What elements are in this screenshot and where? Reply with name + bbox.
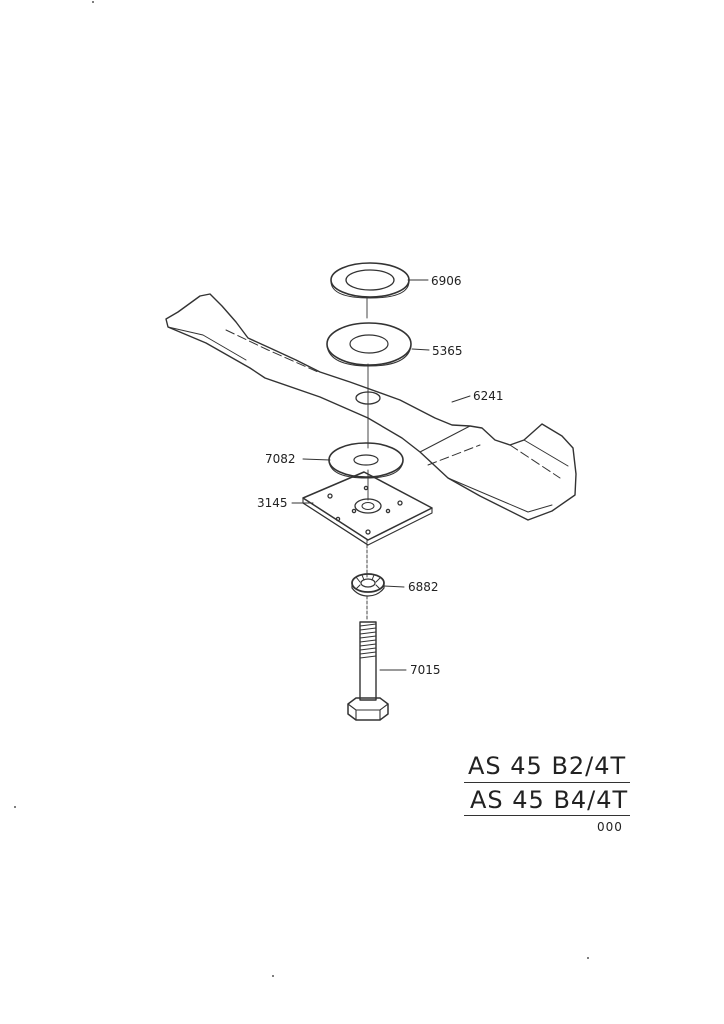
blade-center-hole	[355, 391, 381, 405]
model-designation-2: AS 45 B4/4T	[470, 786, 629, 814]
upper-washer	[326, 322, 412, 367]
scan-speck	[92, 1, 94, 3]
part-label-7015: 7015	[410, 663, 441, 677]
lock-washer	[351, 573, 385, 597]
model-underline-1	[464, 782, 630, 783]
leader-line	[383, 585, 405, 588]
scan-speck	[587, 957, 589, 959]
mounting-plate	[302, 471, 433, 546]
scan-speck	[272, 975, 274, 977]
leader-line	[451, 395, 471, 403]
leader-line	[302, 458, 331, 461]
part-label-6241: 6241	[473, 389, 504, 403]
model-designation-1: AS 45 B2/4T	[468, 752, 627, 780]
bolt	[347, 621, 389, 721]
part-label-6882: 6882	[408, 580, 439, 594]
top-washer	[330, 262, 410, 299]
leader-line	[411, 348, 430, 351]
part-label-7082: 7082	[265, 452, 296, 466]
part-label-3145: 3145	[257, 496, 288, 510]
blade	[165, 293, 577, 521]
model-underline-2	[464, 815, 630, 816]
part-label-5365: 5365	[432, 344, 463, 358]
part-label-6906: 6906	[431, 274, 462, 288]
scan-speck	[14, 806, 16, 808]
drawing-code: 000	[597, 820, 623, 834]
